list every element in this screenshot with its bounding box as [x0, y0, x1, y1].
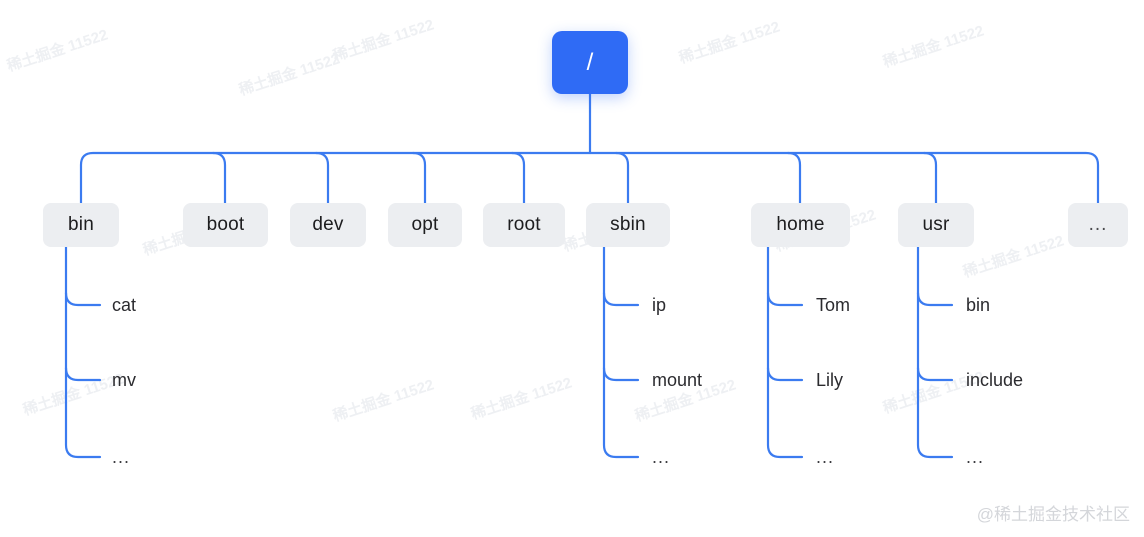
leaf-home-moremoremore[interactable]: ...	[816, 447, 835, 467]
node-root-label: root	[507, 214, 541, 235]
node-root[interactable]: root	[483, 203, 565, 247]
node-root[interactable]: /	[552, 31, 628, 94]
node-boot-label: boot	[206, 214, 245, 235]
background-watermark: 稀土掘金 11522	[236, 50, 343, 100]
background-watermark: 稀土掘金 11522	[330, 376, 437, 426]
background-watermark: 稀土掘金 11522	[880, 22, 987, 72]
node-bin-label: bin	[68, 214, 94, 235]
node-more-label: ...	[1088, 214, 1108, 235]
leaf-home-Lily[interactable]: Lily	[816, 370, 844, 390]
node-opt-label: opt	[411, 214, 439, 235]
node-bin[interactable]: bin	[43, 203, 119, 247]
node-sbin[interactable]: sbin	[586, 203, 670, 247]
node-dev[interactable]: dev	[290, 203, 366, 247]
leaf-bin-cat[interactable]: cat	[112, 295, 137, 315]
leaf-bin-mv[interactable]: mv	[112, 370, 136, 390]
node-usr-label: usr	[922, 214, 950, 235]
node-opt[interactable]: opt	[388, 203, 462, 247]
background-watermark: 稀土掘金 11522	[4, 26, 111, 76]
leaf-usr-include[interactable]: include	[966, 370, 1024, 390]
node-root-label: /	[586, 48, 594, 76]
background-watermark: 稀土掘金 11522	[676, 18, 783, 68]
leaf-home-Tom[interactable]: Tom	[816, 295, 851, 315]
node-home[interactable]: home	[751, 203, 850, 247]
background-watermark: 稀土掘金 11522	[20, 370, 127, 420]
leaf-usr-moremoremore[interactable]: ...	[966, 447, 985, 467]
background-watermark: 稀土掘金 11522	[960, 232, 1067, 282]
node-boot[interactable]: boot	[183, 203, 268, 247]
node-home-label: home	[776, 214, 825, 235]
node-usr[interactable]: usr	[898, 203, 974, 247]
background-watermark: 稀土掘金 11522	[330, 16, 437, 66]
leaf-usr-bin[interactable]: bin	[966, 295, 991, 315]
leaf-sbin-ip[interactable]: ip	[652, 295, 667, 315]
node-more[interactable]: ...	[1068, 203, 1128, 247]
leaf-sbin-mount[interactable]: mount	[652, 370, 703, 390]
background-watermark: 稀土掘金 11522	[468, 374, 575, 424]
leaf-sbin-moremoremore[interactable]: ...	[652, 447, 671, 467]
node-dev-label: dev	[312, 214, 344, 235]
corner-watermark: @稀土掘金技术社区	[976, 505, 1130, 524]
leaf-bin-moremoremore[interactable]: ...	[112, 447, 131, 467]
node-sbin-label: sbin	[610, 214, 646, 235]
